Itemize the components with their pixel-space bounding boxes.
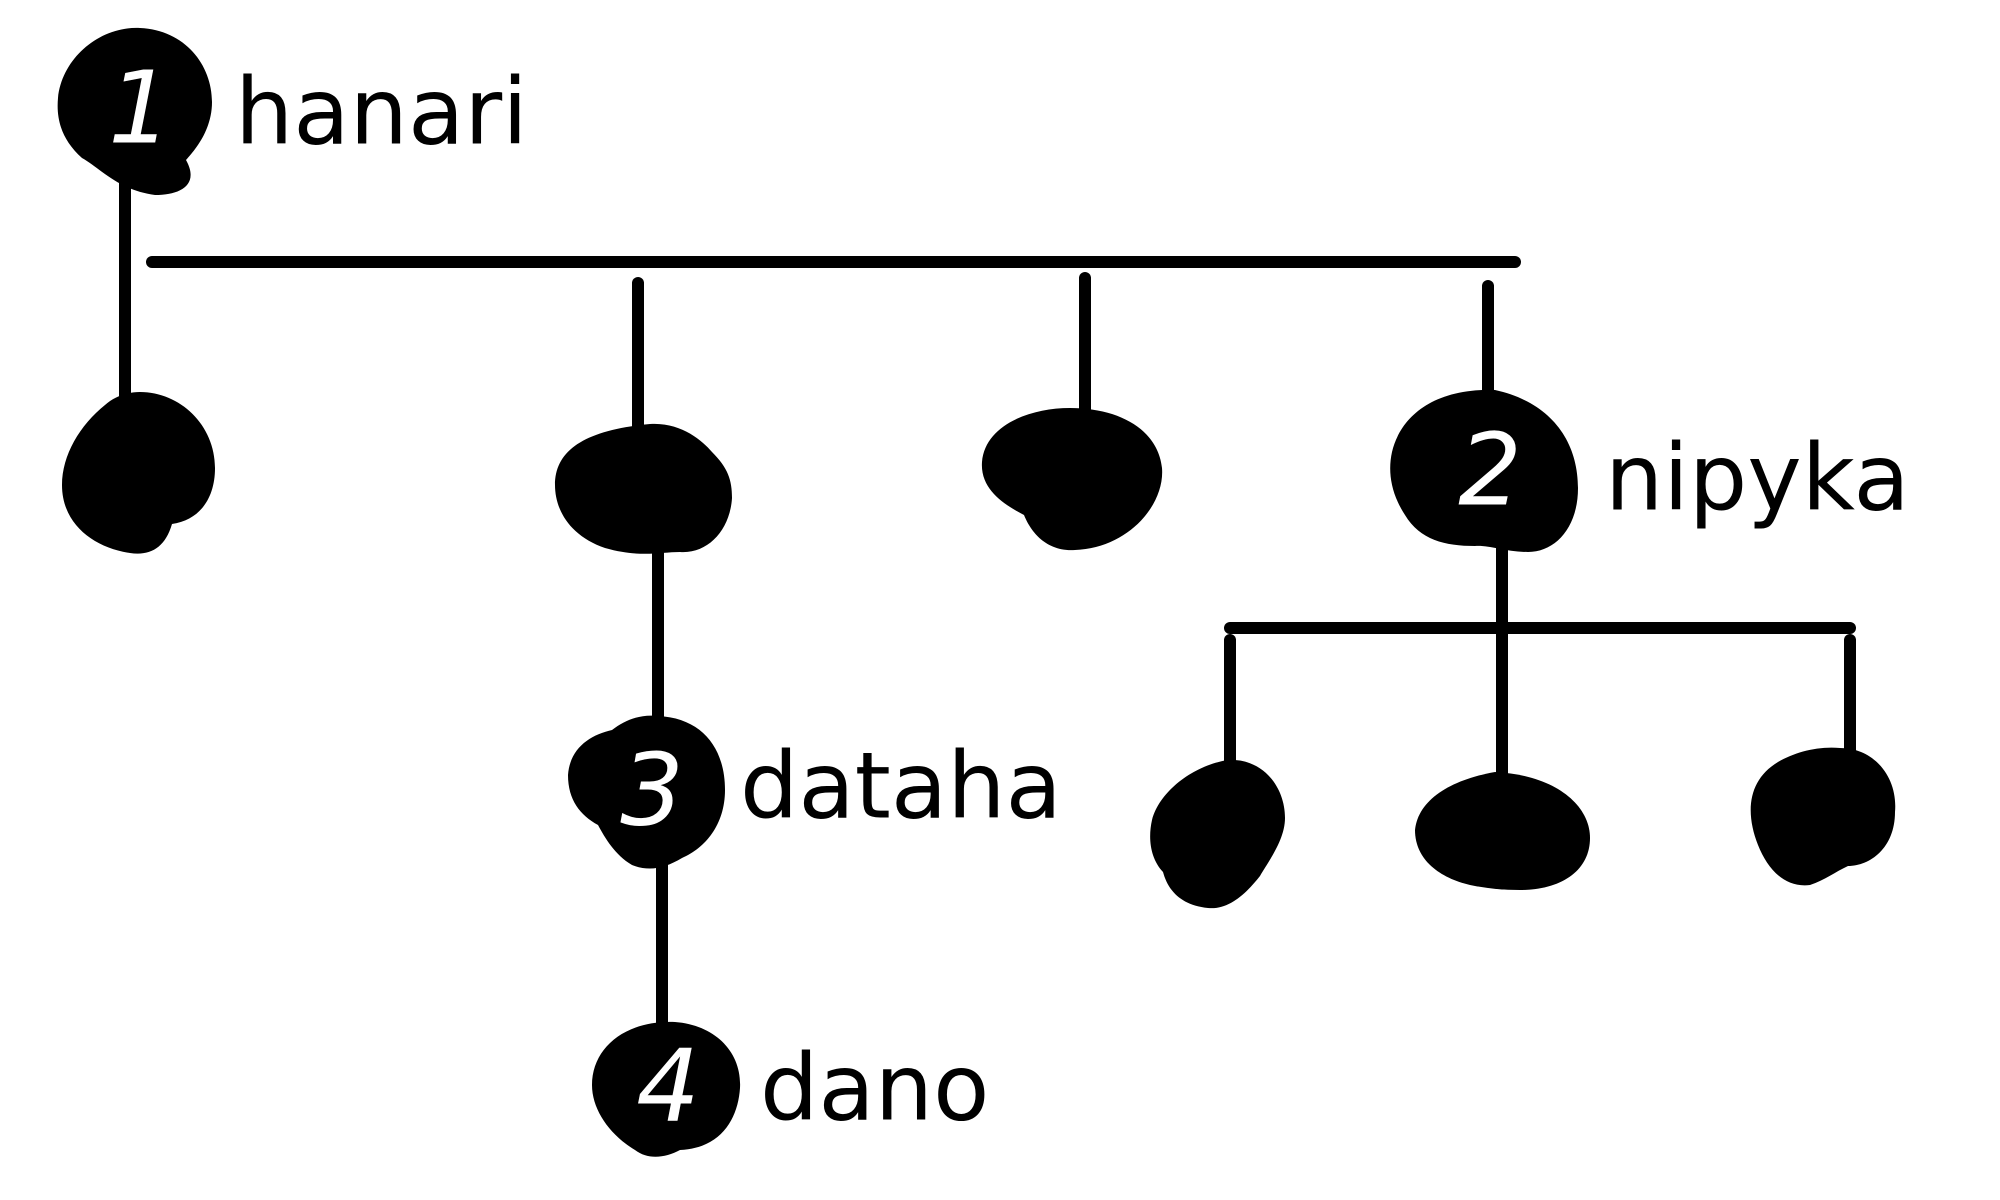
node-1-label: hanari [235,59,528,166]
node-2-blob [1390,389,1578,552]
node-2-number: 2 [1458,412,1522,529]
node-2-label: nipyka [1605,425,1910,532]
node-3-label: dataha [740,733,1062,840]
connectors [119,144,1856,1036]
node-4-label: dano [760,1035,989,1142]
node-mid-left-blob [555,423,732,554]
node-3-number: 3 [620,732,684,849]
node-labels: hanari nipyka dataha dano [235,59,1910,1142]
node-sub-right-blob [1750,747,1896,886]
node-bottom-left-blob [62,392,215,554]
node-blobs [57,27,1896,1157]
node-sub-left-blob [1150,759,1285,909]
node-3-blob [568,715,725,869]
node-mid-blob [981,408,1163,551]
node-numbers: 1 2 3 4 [108,50,1522,1145]
node-sub-mid-blob [1415,772,1590,890]
node-1-number: 1 [108,50,172,167]
node-4-blob [592,1021,741,1157]
node-4-number: 4 [636,1028,700,1145]
node-1-blob [57,27,213,195]
